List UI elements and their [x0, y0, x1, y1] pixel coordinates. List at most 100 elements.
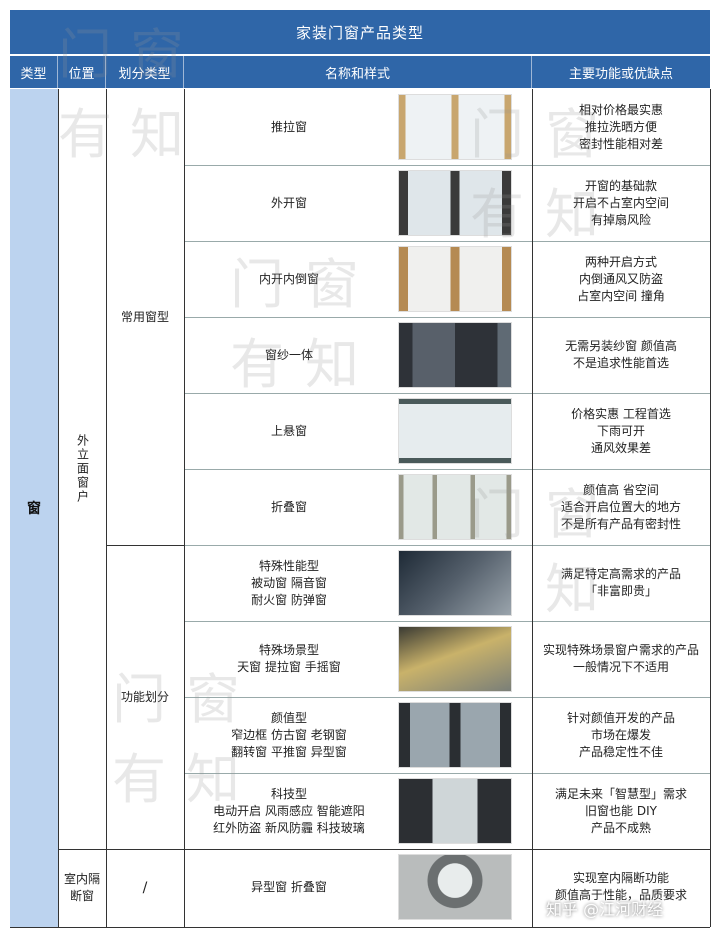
grid-line — [184, 545, 710, 546]
window-photo — [398, 854, 512, 920]
row-name-line: 内开内倒窗 — [258, 271, 319, 286]
table-title: 家装门窗产品类型 — [10, 10, 710, 54]
grid-line — [58, 89, 59, 927]
row-name-line: 推拉窗 — [270, 119, 307, 134]
row-name: 特殊场景型天窗 提拉窗 手摇窗 — [184, 621, 394, 697]
row-description: 实现室内隔断功能颜值高于性能，品质要求 — [532, 849, 710, 925]
grid-line — [184, 241, 710, 242]
grid-line — [106, 545, 184, 546]
row-name: 折叠窗 — [184, 469, 394, 545]
header-category: 划分类型 — [106, 56, 184, 88]
row-description-line: 通风效果差 — [590, 440, 651, 455]
row-description-line: 实现特殊场景窗户需求的产品 — [542, 643, 699, 657]
row-description-line: 旧窗也能 DIY — [585, 803, 657, 818]
row-description-line: 适合开启位置大的地方 — [560, 499, 681, 514]
footer-credit: 知乎 @江河财经 — [546, 900, 664, 919]
header-name-style: 名称和样式 — [184, 56, 532, 88]
row-name: 特殊性能型被动窗 隔音窗耐火窗 防弹窗 — [184, 545, 394, 621]
row-description-line: 实现室内隔断功能 — [572, 871, 669, 885]
row-description-line: 占室内空间 撞角 — [577, 288, 665, 303]
row-name: 颜值型窄边框 仿古窗 老钢窗翻转窗 平推窗 异型窗 — [184, 697, 394, 773]
row-name-line: 异型窗 折叠窗 — [251, 879, 327, 894]
row-description-line: 不是所有产品有密封性 — [560, 516, 681, 531]
row-name: 外开窗 — [184, 165, 394, 241]
grid-line — [106, 89, 107, 927]
header-type: 类型 — [10, 56, 58, 88]
type-cell: 窗 — [10, 89, 58, 927]
grid-line — [184, 469, 710, 470]
row-description-line: 开窗的基础款 — [584, 178, 657, 193]
grid-line — [184, 165, 710, 166]
row-name-line: 翻转窗 平推窗 异型窗 — [231, 744, 347, 759]
row-description-line: 针对颜值开发的产品 — [566, 710, 675, 725]
window-photo — [398, 170, 512, 236]
row-name: 异型窗 折叠窗 — [184, 849, 394, 925]
row-description: 满足特定高需求的产品「非富即贵」 — [532, 545, 710, 621]
window-photo — [398, 702, 512, 768]
row-name: 科技型电动开启 风雨感应 智能遮阳红外防盗 新风防霾 科技玻璃 — [184, 773, 394, 849]
grid-line — [10, 927, 710, 928]
row-description-line: 内倒通风又防盗 — [578, 271, 663, 286]
row-description-line: 不是追求性能首选 — [572, 356, 669, 370]
row-name-line: 折叠窗 — [270, 499, 307, 514]
row-description: 开窗的基础款开启不占室内空间有掉扇风险 — [532, 165, 710, 241]
row-description-line: 产品不成熟 — [590, 820, 651, 835]
row-name-line: 窄边框 仿古窗 老钢窗 — [231, 727, 347, 742]
grid-line — [58, 849, 710, 850]
window-photo — [398, 550, 512, 616]
row-description: 满足未来「智慧型」需求旧窗也能 DIY 产品不成熟 — [532, 773, 710, 849]
position-interior-label: 室内隔断窗 — [64, 872, 101, 903]
row-description: 价格实惠 工程首选下雨可开通风效果差 — [532, 393, 710, 469]
window-photo — [398, 246, 512, 312]
row-description-line: 价格实惠 工程首选 — [571, 406, 671, 421]
row-description: 无需另装纱窗 颜值高不是追求性能首选 — [532, 317, 710, 393]
row-name-line: 上悬窗 — [270, 423, 307, 438]
grid-line — [184, 621, 710, 622]
row-name-line: 科技型 — [270, 786, 307, 801]
grid-line — [184, 393, 710, 394]
row-description-line: 两种开启方式 — [584, 254, 657, 269]
row-name: 推拉窗 — [184, 89, 394, 165]
row-description-line: 开启不占室内空间 — [572, 195, 669, 210]
row-name-line: 天窗 提拉窗 手摇窗 — [237, 660, 341, 674]
window-photo — [398, 778, 512, 844]
row-description-line: 满足未来「智慧型」需求 — [554, 786, 687, 801]
header-position: 位置 — [58, 56, 106, 88]
row-description-line: 产品稳定性不佳 — [578, 744, 663, 759]
window-photo — [398, 322, 512, 388]
window-photo — [398, 398, 512, 464]
row-description-line: 一般情况下不适用 — [572, 660, 669, 674]
grid-line — [184, 773, 710, 774]
position-exterior: 外立面窗户 — [58, 89, 106, 849]
row-description: 两种开启方式内倒通风又防盗占室内空间 撞角 — [532, 241, 710, 317]
category-functional: 功能划分 — [120, 689, 169, 704]
grid-line — [710, 89, 711, 927]
row-name-line: 被动窗 隔音窗 — [251, 575, 327, 590]
row-name: 上悬窗 — [184, 393, 394, 469]
row-name-line: 电动开启 风雨感应 智能遮阳 — [213, 803, 365, 818]
row-description-line: 满足特定高需求的产品 — [560, 567, 681, 581]
row-description: 针对颜值开发的产品市场在爆发产品稳定性不佳 — [532, 697, 710, 773]
row-description-line: 推拉洗晒方便 — [584, 119, 657, 134]
grid-line — [184, 89, 185, 927]
row-description: 颜值高 省空间适合开启位置大的地方不是所有产品有密封性 — [532, 469, 710, 545]
row-name-line: 耐火窗 防弹窗 — [251, 592, 327, 607]
row-name-line: 颜值型 — [270, 710, 307, 725]
row-name: 窗纱一体 — [184, 317, 394, 393]
row-name-line: 红外防盗 新风防霾 科技玻璃 — [213, 820, 365, 835]
row-name-line: 特殊性能型 — [258, 558, 319, 573]
row-name-line: 窗纱一体 — [264, 347, 313, 362]
row-description-line: 「非富即贵」 — [584, 584, 657, 598]
row-description-line: 颜值高于性能，品质要求 — [554, 888, 687, 902]
row-description: 实现特殊场景窗户需求的产品一般情况下不适用 — [532, 621, 710, 697]
header-function: 主要功能或优缺点 — [532, 56, 710, 88]
row-name: 内开内倒窗 — [184, 241, 394, 317]
row-name-line: 特殊场景型 — [258, 643, 319, 657]
window-photo — [398, 94, 512, 160]
grid-line — [184, 697, 710, 698]
row-description-line: 下雨可开 — [596, 423, 645, 438]
row-description-line: 市场在爆发 — [590, 727, 651, 742]
row-description-line: 无需另装纱窗 颜值高 — [565, 339, 677, 353]
category-none: / — [142, 879, 148, 896]
